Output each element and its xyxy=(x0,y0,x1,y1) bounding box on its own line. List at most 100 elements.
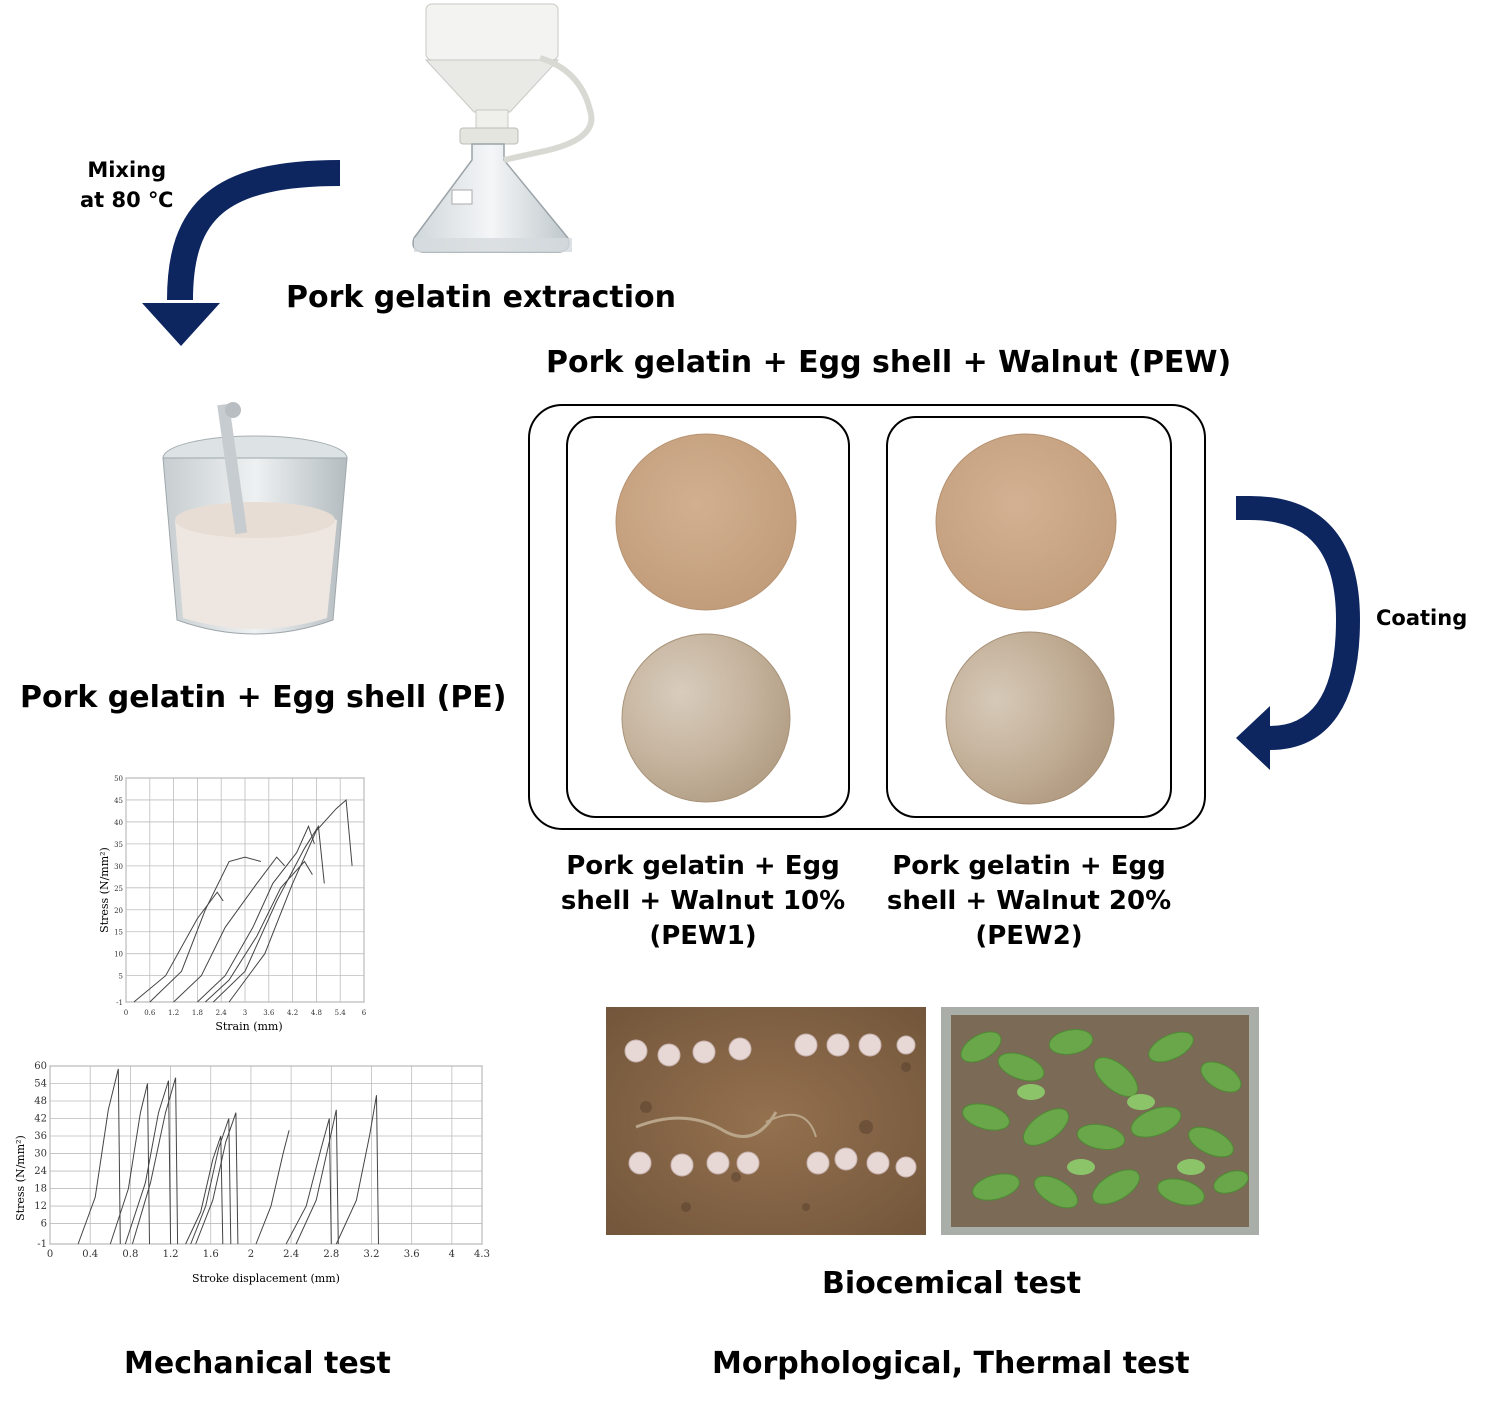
c2-x-tick-label: 2.4 xyxy=(283,1249,299,1260)
c2-x-tick-label: 2 xyxy=(248,1249,254,1260)
c1-y-tick-label: 35 xyxy=(114,841,123,849)
c1-y-tick-label: 30 xyxy=(114,863,123,871)
morph-thermal-test-label: Morphological, Thermal test xyxy=(712,1346,1190,1381)
c1-series-5-line xyxy=(212,824,325,1003)
c1-x-tick-label: 0 xyxy=(124,1009,128,1017)
c1-y-tick-label: 15 xyxy=(114,929,123,937)
c2-x-tick-label: 1.2 xyxy=(163,1249,179,1260)
extraction-label: Pork gelatin extraction xyxy=(286,280,677,315)
chart2-grid xyxy=(49,1065,483,1245)
c2-series-2-line xyxy=(109,1083,150,1245)
pew2-label: Pork gelatin + Egg shell + Walnut 20% (P… xyxy=(874,849,1184,954)
biochemical-test-label: Biocemical test xyxy=(822,1266,1082,1301)
c2-series-3-line xyxy=(124,1080,172,1245)
c2-y-tick-label: 30 xyxy=(34,1149,47,1160)
c2-series-6-line xyxy=(195,1112,239,1245)
c2-series-9-line xyxy=(285,1118,332,1245)
c2-series-1-line xyxy=(77,1068,121,1245)
pew1-films xyxy=(615,433,797,803)
c2-x-tick-label: 0.8 xyxy=(122,1249,138,1260)
c1-series-7-line xyxy=(204,860,313,1003)
c1-y-tick-label: 5 xyxy=(119,973,123,981)
chart2-y-axis-label: Stress (N/mm²) xyxy=(14,1135,27,1221)
chart1-y-axis-label: Stress (N/mm²) xyxy=(98,847,111,933)
pew2-label-line1: Pork gelatin + Egg xyxy=(892,851,1166,881)
c2-x-tick-label: 3.6 xyxy=(404,1249,420,1260)
pew1-label: Pork gelatin + Egg shell + Walnut 10% (P… xyxy=(548,849,858,954)
c1-x-tick-label: 5.4 xyxy=(335,1009,347,1017)
c1-series-6-line xyxy=(228,798,353,1003)
c2-series-10-line xyxy=(295,1109,339,1245)
pew-label: Pork gelatin + Egg shell + Walnut (PEW) xyxy=(546,345,1232,380)
chart1-series xyxy=(133,798,353,1003)
c2-x-tick-label: 0.4 xyxy=(82,1249,98,1260)
pew2-sample-box xyxy=(886,416,1172,818)
c1-series-4-line xyxy=(197,824,315,1003)
mixing-arrow-head xyxy=(142,303,220,346)
c2-series-4-line xyxy=(131,1077,179,1245)
pew1-label-line1: Pork gelatin + Egg xyxy=(566,851,840,881)
pew2-label-line2: shell + Walnut 20% xyxy=(886,886,1172,916)
c2-x-tick-label: 0 xyxy=(47,1249,53,1260)
c1-x-tick-label: 6 xyxy=(362,1009,367,1017)
c2-y-tick-label: 54 xyxy=(34,1079,47,1090)
c2-y-tick-label: 6 xyxy=(41,1219,47,1230)
c1-x-tick-label: 4.2 xyxy=(287,1009,298,1017)
c2-x-tick-label: 1.6 xyxy=(203,1249,219,1260)
c2-x-tick-label: 4.3 xyxy=(474,1249,490,1260)
c1-series-2-line xyxy=(149,856,262,1003)
pew-samples-frame xyxy=(528,404,1206,830)
pe-label: Pork gelatin + Egg shell (PE) xyxy=(20,680,507,715)
pew2-coated-film xyxy=(945,631,1115,805)
chart2-series xyxy=(77,1068,379,1245)
pew1-dry-film xyxy=(615,433,797,611)
c1-x-tick-label: 1.2 xyxy=(168,1009,179,1017)
chart1-grid xyxy=(125,777,365,1003)
beaker-icon xyxy=(162,402,348,635)
c2-series-8-line xyxy=(255,1130,290,1245)
c1-y-tick-label: 40 xyxy=(114,819,123,827)
c1-y-tick-label: 25 xyxy=(114,885,123,893)
c1-x-tick-label: 2.4 xyxy=(216,1009,228,1017)
c2-y-tick-label: 24 xyxy=(34,1166,47,1177)
c1-y-tick-label: -1 xyxy=(116,999,123,1007)
coating-arrow-head xyxy=(1236,706,1270,770)
mechanical-test-label: Mechanical test xyxy=(124,1346,391,1381)
c2-y-tick-label: 12 xyxy=(34,1201,47,1212)
c2-y-tick-label: 36 xyxy=(34,1131,47,1142)
c2-plot-frame xyxy=(49,1065,483,1245)
mixing-arrow xyxy=(167,160,341,301)
c1-y-tick-label: 10 xyxy=(114,951,123,959)
pew1-sample-box xyxy=(566,416,850,818)
c2-y-tick-label: 18 xyxy=(34,1184,47,1195)
c1-series-1-line xyxy=(133,891,224,1003)
c2-series-7-line xyxy=(185,1135,224,1245)
coating-label: Coating xyxy=(1376,606,1468,630)
c1-y-tick-label: 50 xyxy=(114,775,123,783)
seedling-tray-icon xyxy=(941,1007,1259,1235)
c1-y-tick-label: 45 xyxy=(114,797,123,805)
c2-series-5-line xyxy=(190,1118,232,1245)
pew2-label-line3: (PEW2) xyxy=(975,921,1083,951)
c2-series-11-line xyxy=(335,1095,379,1245)
coating-arrow xyxy=(1236,496,1361,750)
chart2-x-axis-label: Stroke displacement (mm) xyxy=(192,1272,340,1285)
c1-x-tick-label: 3 xyxy=(243,1009,247,1017)
c2-x-tick-label: 3.2 xyxy=(364,1249,380,1260)
pew2-dry-film xyxy=(935,433,1117,611)
c2-y-tick-label: -1 xyxy=(37,1239,47,1250)
c1-x-tick-label: 3.6 xyxy=(263,1009,275,1017)
c2-y-tick-label: 48 xyxy=(34,1096,47,1107)
pew1-label-line3: (PEW1) xyxy=(649,921,757,951)
soil-burial-icon xyxy=(606,1007,926,1235)
c1-series-3-line xyxy=(173,856,286,1003)
c2-y-tick-label: 42 xyxy=(34,1114,47,1125)
mixing-label: Mixing at 80 ℃ xyxy=(80,155,174,215)
pew1-label-line2: shell + Walnut 10% xyxy=(560,886,846,916)
c2-x-tick-label: 2.8 xyxy=(323,1249,339,1260)
chart1-x-axis-label: Strain (mm) xyxy=(215,1020,282,1033)
